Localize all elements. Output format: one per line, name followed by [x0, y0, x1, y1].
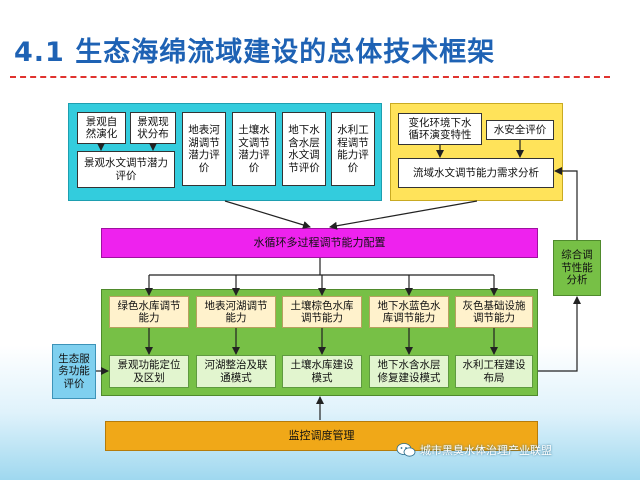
capacity-green-reservoir: 绿色水库调节能力	[109, 296, 189, 328]
soil-potential-box: 土壤水文调节潜力评价	[232, 112, 276, 186]
water-security-box: 水安全评价	[486, 120, 554, 140]
monitor-bar: 监控调度管理	[105, 421, 538, 451]
capacity-grey-infrastructure: 灰色基础设施调节能力	[455, 296, 533, 328]
footer-text: 城市黑臭水体治理产业联盟	[420, 444, 552, 457]
construction-soil-reservoir: 土壤水库建设模式	[282, 355, 362, 388]
construction-river-lake: 河湖整治及联通模式	[196, 355, 276, 388]
scenery-status-box: 景观现状分布	[130, 112, 176, 144]
env-change-box: 变化环境下水循环演变特性	[398, 113, 482, 145]
construction-landscape: 景观功能定位及区划	[109, 355, 189, 388]
footer-watermark: 城市黑臭水体治理产业联盟	[396, 442, 552, 458]
engineering-capacity-box: 水利工程调节能力评价	[331, 112, 375, 186]
demand-analysis-box: 流域水文调节能力需求分析	[398, 158, 554, 188]
capacity-groundwater-blue-reservoir: 地下水蓝色水库调节能力	[369, 296, 449, 328]
config-bar: 水循环多过程调节能力配置	[101, 228, 538, 258]
eco-service-box: 生态服务功能评价	[52, 344, 96, 399]
capacity-soil-brown-reservoir: 土壤棕色水库调节能力	[282, 296, 362, 328]
scenery-potential-box: 景观水文调节潜力评价	[77, 151, 175, 188]
groundwater-potential-box: 地下水含水层水文调节评价	[282, 112, 326, 186]
comprehensive-analysis-box: 综合调节性能分析	[553, 240, 601, 296]
construction-aquifer-restoration: 地下水含水层修复建设模式	[369, 355, 449, 388]
title-divider	[10, 76, 610, 78]
wechat-icon	[396, 443, 416, 457]
river-lake-potential-box: 地表河湖调节潜力评价	[182, 112, 226, 186]
capacity-surface-river-lake: 地表河湖调节能力	[196, 296, 276, 328]
page-title: 4.1 生态海绵流域建设的总体技术框架	[14, 37, 496, 68]
construction-engineering-layout: 水利工程建设布局	[455, 355, 533, 388]
